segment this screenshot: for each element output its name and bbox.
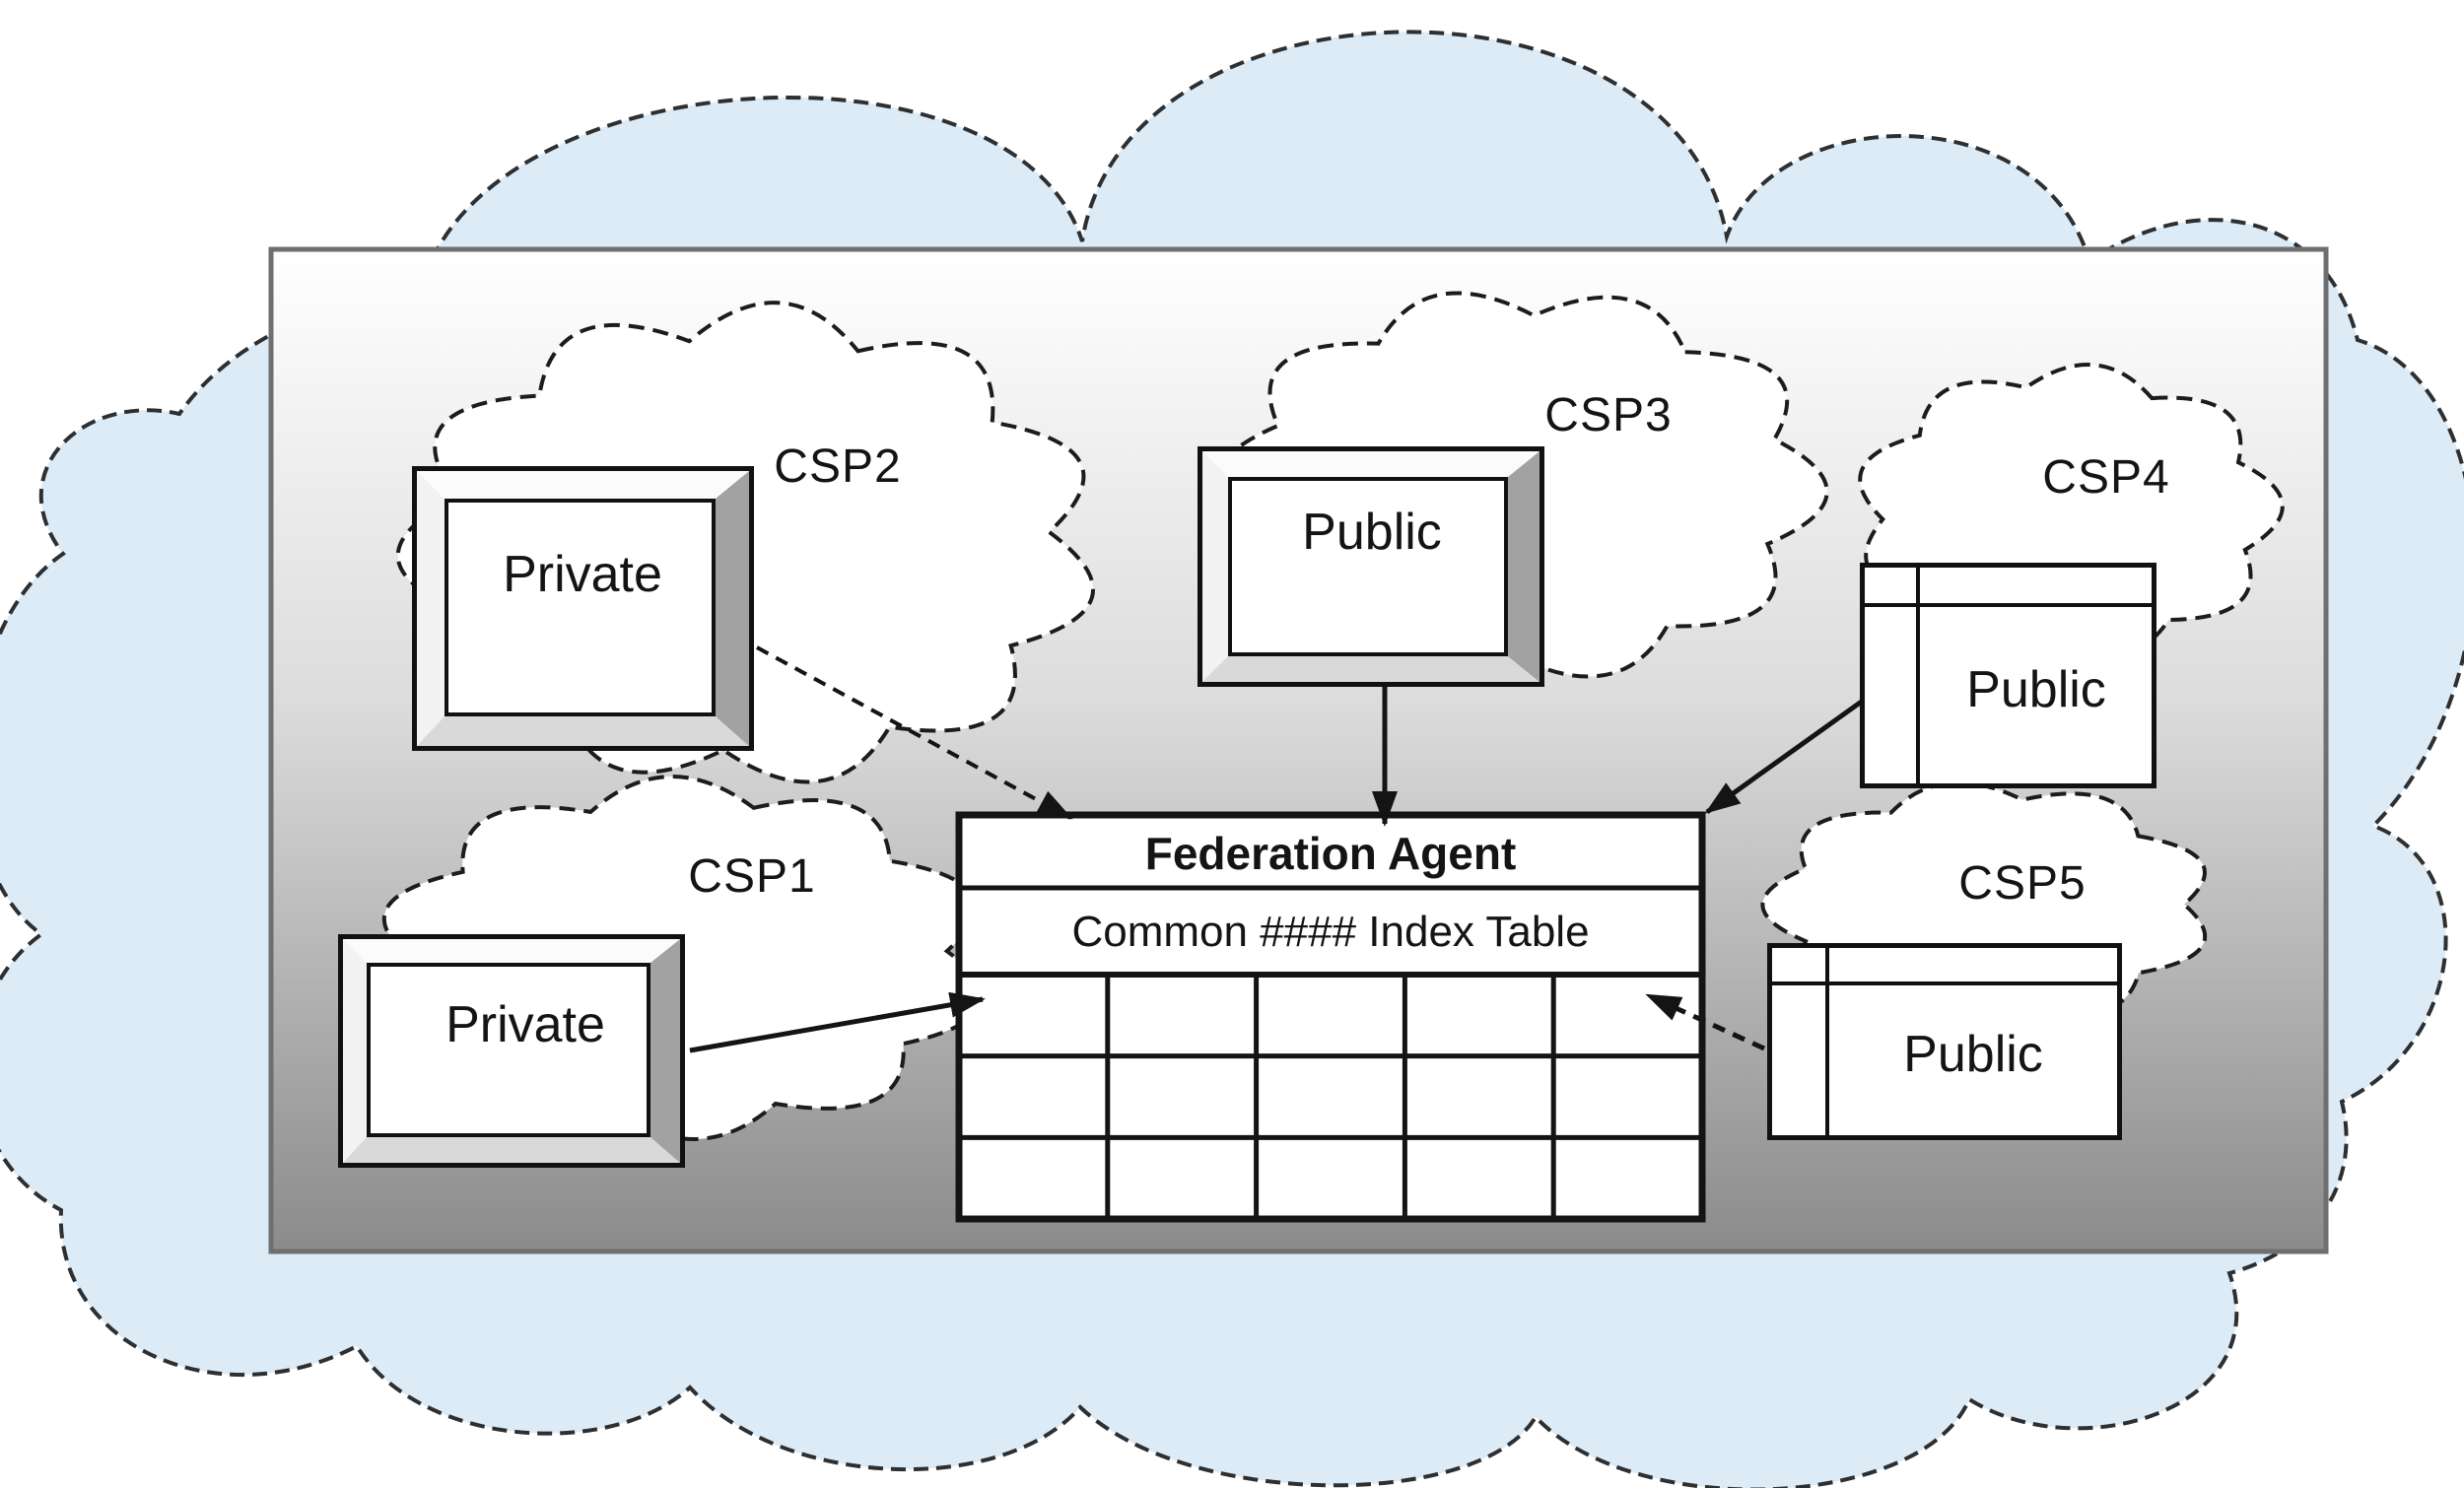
private-box-csp2-label: Private (503, 546, 662, 603)
arrow-csp4-to-agent (1704, 693, 1872, 815)
private-box-csp1-bevel (343, 939, 680, 1163)
public-box-csp4-divider-h (1865, 603, 2152, 607)
arrow-csp1-to-agent (689, 991, 986, 1053)
public-box-csp3-bevel (1202, 451, 1540, 682)
public-box-csp3-face (1228, 477, 1508, 656)
csp5-label: CSP5 (1958, 857, 2087, 910)
public-box-csp4-label: Public (1966, 661, 2106, 718)
public-box-csp4 (1860, 563, 2156, 788)
private-box-csp1-face (367, 963, 650, 1137)
csp1-label: CSP1 (688, 850, 816, 903)
public-box-csp3-label: Public (1302, 504, 1442, 561)
public-box-csp4-divider-v (1916, 568, 1920, 783)
common-index-table-subtitle: Common #### Index Table (1071, 908, 1590, 956)
private-box-csp2 (412, 466, 754, 751)
index-table-grid (959, 975, 1702, 1219)
arrow-csp2-to-agent (756, 645, 1073, 820)
csp4-label: CSP4 (2042, 451, 2170, 504)
private-box-csp2-face (445, 499, 716, 716)
public-box-csp5 (1767, 943, 2122, 1140)
federation-agent-table (955, 811, 1706, 1223)
public-box-csp3 (1198, 446, 1544, 687)
private-box-csp2-bevel (417, 471, 749, 746)
federation-agent-title: Federation Agent (1144, 828, 1517, 879)
public-box-csp5-divider-h (1772, 981, 2117, 985)
private-box-csp1-label: Private (445, 996, 605, 1053)
csp2-label: CSP2 (774, 440, 902, 493)
private-box-csp1 (338, 934, 685, 1168)
csp3-label: CSP3 (1544, 389, 1673, 441)
public-box-csp5-label: Public (1903, 1026, 2043, 1083)
public-box-csp5-divider-v (1825, 948, 1829, 1135)
